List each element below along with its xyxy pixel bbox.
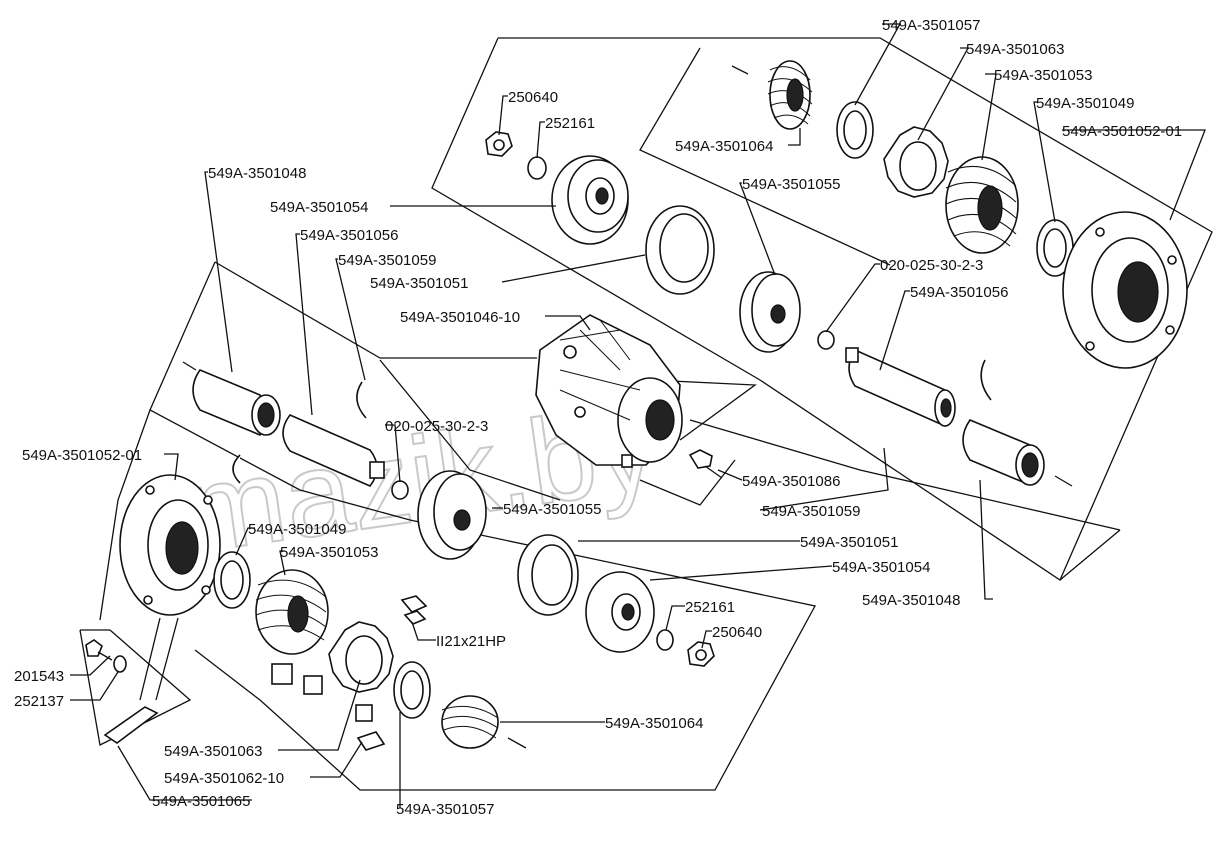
ring-049-lower bbox=[213, 551, 251, 609]
label-252161-top: 252161 bbox=[545, 115, 595, 132]
housing bbox=[535, 314, 683, 468]
star-washer-lower bbox=[328, 621, 394, 693]
bolt-201543 bbox=[85, 639, 113, 661]
spring-top bbox=[767, 60, 813, 130]
bracket-065 bbox=[103, 706, 159, 744]
washer-252137 bbox=[113, 655, 127, 673]
label-250640-lower: 250640 bbox=[712, 624, 762, 641]
bolt-086 bbox=[688, 449, 723, 479]
label-549a-3501057-lower: 549A-3501057 bbox=[396, 801, 494, 818]
shaft-left bbox=[282, 414, 385, 487]
ring-057-lower bbox=[393, 661, 431, 719]
nut-21x21-b bbox=[403, 610, 427, 625]
label-549a-3501054-lower: 549A-3501054 bbox=[832, 559, 930, 576]
roller-1 bbox=[271, 663, 293, 685]
label-549a-3501051-lower: 549A-3501051 bbox=[800, 534, 898, 551]
label-549a-3501059-left: 549A-3501059 bbox=[338, 252, 436, 269]
spring-053-top bbox=[945, 156, 1019, 254]
spring-053-lower bbox=[255, 569, 329, 655]
label-549a-3501055-top: 549A-3501055 bbox=[742, 176, 840, 193]
disc-055-left bbox=[417, 470, 487, 560]
label-549a-3501053-lower: 549A-3501053 bbox=[280, 544, 378, 561]
label-549a-3501062-10: 549A-3501062-10 bbox=[164, 770, 284, 787]
part-labels: 549A-3501057 549A-3501063 549A-3501053 2… bbox=[14, 17, 1182, 818]
assembly-frames bbox=[79, 37, 1213, 791]
oring-left bbox=[391, 480, 409, 500]
label-549a-3501046-10: 549A-3501046-10 bbox=[400, 309, 520, 326]
label-549a-3501065: 549A-3501065 bbox=[152, 793, 250, 810]
label-549a-3501055-lower: 549A-3501055 bbox=[503, 501, 601, 518]
ring-049-top bbox=[1036, 219, 1074, 277]
oring-right bbox=[817, 330, 835, 350]
left-assembly bbox=[85, 361, 715, 751]
label-549a-3501049-top: 549A-3501049 bbox=[1036, 95, 1134, 112]
label-549a-3501056-left: 549A-3501056 bbox=[300, 227, 398, 244]
pin-top bbox=[731, 65, 749, 75]
wedge-062 bbox=[356, 731, 386, 751]
shaft-right bbox=[845, 347, 956, 428]
upper-right-assembly bbox=[485, 60, 1188, 487]
label-549a-3501086: 549A-3501086 bbox=[742, 473, 840, 490]
label-549a-3501059-right: 549A-3501059 bbox=[762, 503, 860, 520]
clip-right bbox=[980, 359, 992, 401]
label-549a-3501048-left: 549A-3501048 bbox=[208, 165, 306, 182]
label-549a-3501051-top: 549A-3501051 bbox=[370, 275, 468, 292]
flange-top bbox=[1062, 211, 1188, 369]
label-549a-3501063-top: 549A-3501063 bbox=[966, 41, 1064, 58]
washer-lower bbox=[656, 629, 674, 651]
star-washer-top bbox=[883, 126, 949, 198]
label-549a-3501064-lower: 549A-3501064 bbox=[605, 715, 703, 732]
clip-left bbox=[356, 381, 367, 419]
label-020-025-30-2-3-left: 020-025-30-2-3 bbox=[385, 418, 488, 435]
nut-21x21-a bbox=[400, 595, 428, 613]
ring-top bbox=[836, 101, 874, 159]
label-549a-3501052-01-top: 549A-3501052-01 bbox=[1062, 123, 1182, 140]
label-201543: 201543 bbox=[14, 668, 64, 685]
leader-lines bbox=[70, 23, 1206, 808]
nut-top bbox=[485, 131, 513, 157]
bushing-right bbox=[962, 419, 1045, 486]
nut-lower bbox=[687, 641, 715, 667]
label-549a-3501063-lower: 549A-3501063 bbox=[164, 743, 262, 760]
ring-051-top bbox=[645, 205, 715, 295]
pin-lower bbox=[507, 737, 527, 749]
spring-064-lower bbox=[441, 695, 499, 749]
clip-left-lower bbox=[232, 454, 241, 484]
gear-054-lower bbox=[585, 571, 655, 653]
label-549a-3501053-top: 549A-3501053 bbox=[994, 67, 1092, 84]
roller-2 bbox=[303, 675, 323, 695]
label-549a-3501054-top: 549A-3501054 bbox=[270, 199, 368, 216]
label-549a-3501049-lower: 549A-3501049 bbox=[248, 521, 346, 538]
label-nut-21x21hp: II21x21HP bbox=[436, 633, 506, 650]
pin-right bbox=[1054, 475, 1073, 487]
label-549a-3501057-top: 549A-3501057 bbox=[882, 17, 980, 34]
label-250640-top: 250640 bbox=[508, 89, 558, 106]
pin-left bbox=[182, 361, 197, 371]
disc-055-top bbox=[739, 271, 801, 353]
washer-top bbox=[527, 156, 547, 180]
label-549a-3501052-01-left: 549A-3501052-01 bbox=[22, 447, 142, 464]
roller-3 bbox=[355, 704, 373, 722]
label-549a-3501064-top: 549A-3501064 bbox=[675, 138, 773, 155]
label-549a-3501048-right: 549A-3501048 bbox=[862, 592, 960, 609]
ring-051-lower bbox=[517, 534, 579, 616]
label-252161-lower: 252161 bbox=[685, 599, 735, 616]
label-252137: 252137 bbox=[14, 693, 64, 710]
flange-lower bbox=[119, 474, 221, 616]
label-549a-3501056-right: 549A-3501056 bbox=[910, 284, 1008, 301]
label-020-025-30-2-3-right: 020-025-30-2-3 bbox=[880, 257, 983, 274]
bushing-left bbox=[192, 369, 281, 436]
gear-054-top bbox=[551, 155, 629, 245]
